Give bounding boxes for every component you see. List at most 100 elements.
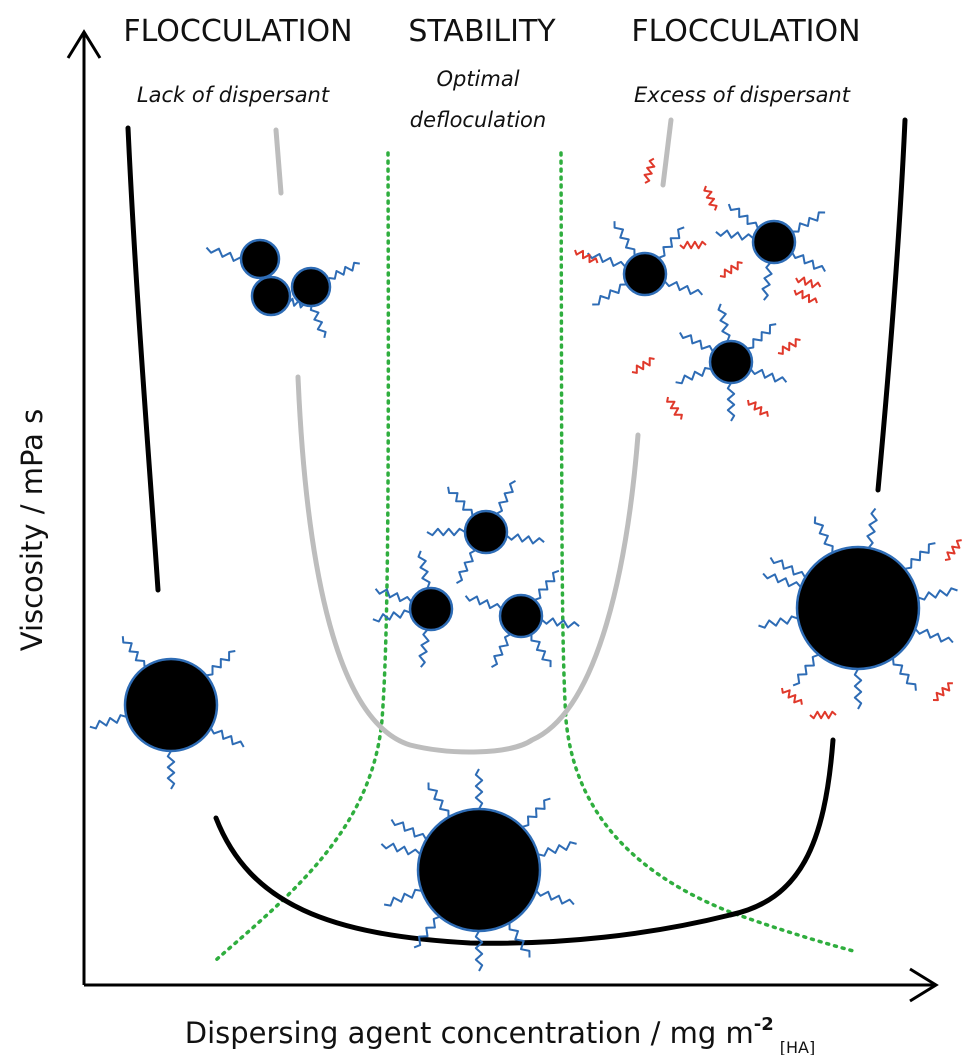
viscosity-curve-large-particles xyxy=(125,125,161,593)
particle-icon xyxy=(123,657,219,753)
free-dispersant-chain-icon xyxy=(809,710,837,720)
viscosity-curve-small-particles xyxy=(273,127,284,196)
adsorbed-chain xyxy=(309,303,327,339)
particles-layer xyxy=(89,157,962,972)
adsorbed-chain xyxy=(749,368,788,383)
viscosity-curve-large-particles-right xyxy=(875,117,908,493)
adsorbed-chain xyxy=(904,542,936,570)
x-axis-label: Dispersing agent concentration / mg m-2 [… xyxy=(185,1014,815,1055)
particle-icon xyxy=(239,238,281,280)
free-dispersant-chain-icon xyxy=(643,157,656,184)
subtitle-left: Lack of dispersant xyxy=(137,83,330,107)
particle-icon xyxy=(416,807,542,933)
adsorbed-chain xyxy=(474,930,484,972)
viscosity-curve-small-particles-top xyxy=(660,117,674,188)
adsorbed-chain xyxy=(792,653,820,687)
adsorbed-chain xyxy=(413,915,441,949)
particle-icon xyxy=(708,339,754,385)
left-stability-boundary xyxy=(214,151,391,962)
adsorbed-chain xyxy=(390,818,428,841)
adsorbed-chain xyxy=(791,252,826,272)
viscosity-curve-small-particles-body xyxy=(295,374,641,755)
heading-left: FLOCCULATION xyxy=(123,14,352,49)
free-dispersant-chain-icon xyxy=(719,261,743,278)
subtitle-right: Excess of dispersant xyxy=(634,83,851,107)
adsorbed-chain xyxy=(658,226,685,259)
adsorbed-chain xyxy=(586,252,627,268)
subtitle-middle-line2: defloculation xyxy=(410,108,546,132)
adsorbed-chain xyxy=(426,527,466,537)
adsorbed-chain xyxy=(521,797,551,828)
adsorbed-chain xyxy=(613,221,636,256)
adsorbed-chain xyxy=(917,587,958,601)
free-dispersant-chain-icon xyxy=(703,185,718,211)
adsorbed-chain xyxy=(675,367,712,385)
adsorbed-chain xyxy=(853,668,863,710)
free-dispersant-chain-icon xyxy=(944,539,962,561)
y-axis-arrowhead xyxy=(66,29,102,59)
adsorbed-chain xyxy=(914,628,954,644)
particle-icon xyxy=(751,219,797,265)
adsorbed-chain xyxy=(592,283,627,306)
viscosity-curve-large-particles-body xyxy=(213,737,836,946)
free-dispersant-chain-icon xyxy=(747,399,769,417)
subtitle-middle-line1: Optimal xyxy=(436,67,519,91)
adsorbed-chain xyxy=(491,633,511,668)
adsorbed-chain xyxy=(762,572,802,588)
adsorbed-chain xyxy=(813,516,834,553)
adsorbed-chain xyxy=(679,332,714,352)
adsorbed-chain xyxy=(374,588,413,603)
adsorbed-chain xyxy=(427,782,450,818)
adsorbed-chain xyxy=(464,595,503,610)
particle-icon xyxy=(463,509,509,555)
adsorbed-chain xyxy=(530,634,552,668)
adsorbed-chain xyxy=(372,609,411,623)
free-dispersant-chain-icon xyxy=(932,682,953,702)
adsorbed-chain xyxy=(541,617,580,629)
adsorbed-chain xyxy=(727,203,759,229)
x-axis-label-sub: [HA] xyxy=(780,1038,815,1055)
adsorbed-chain xyxy=(866,507,878,549)
adsorbed-chain xyxy=(121,636,146,668)
adsorbed-chain xyxy=(456,549,476,584)
particle-icon xyxy=(290,266,332,308)
adsorbed-chain xyxy=(717,303,731,342)
adsorbed-chain xyxy=(715,229,754,241)
adsorbed-chain xyxy=(769,556,807,579)
adsorbed-chain xyxy=(761,262,773,301)
adsorbed-chain xyxy=(383,888,422,907)
adsorbed-chain xyxy=(496,480,516,515)
adsorbed-chain xyxy=(537,841,577,857)
particle-icon xyxy=(250,275,292,317)
free-dispersant-chain-icon xyxy=(795,276,822,289)
free-dispersant-chain-icon xyxy=(666,396,683,420)
adsorbed-chain xyxy=(758,615,799,629)
right-stability-boundary xyxy=(559,151,859,954)
particle-icon xyxy=(408,586,454,632)
adsorbed-chain xyxy=(534,569,560,601)
particle-icon xyxy=(498,593,544,639)
y-axis-label: Viscosity / mPa s xyxy=(15,409,49,652)
adsorbed-chain xyxy=(726,382,736,422)
heading-middle: STABILITY xyxy=(408,14,556,49)
adsorbed-chain xyxy=(418,629,430,668)
adsorbed-chain xyxy=(535,890,575,906)
free-dispersant-chain-icon xyxy=(777,338,801,355)
x-axis-label-sup: -2 xyxy=(754,1014,774,1035)
adsorbed-chain xyxy=(792,211,826,233)
adsorbed-chain xyxy=(209,727,245,748)
adsorbed-chain xyxy=(506,533,545,545)
adsorbed-chain xyxy=(328,261,360,280)
particle-icon xyxy=(795,545,921,671)
adsorbed-chain xyxy=(206,650,236,677)
free-dispersant-chain-icon xyxy=(793,289,818,304)
adsorbed-chain xyxy=(508,922,531,958)
x-axis-arrowhead xyxy=(909,967,939,1003)
adsorbed-chain xyxy=(380,842,421,856)
x-axis-label-main: Dispersing agent concentration / mg m xyxy=(185,1016,754,1050)
free-dispersant-chain-icon xyxy=(574,249,599,264)
adsorbed-chain xyxy=(89,714,127,730)
free-dispersant-chain-icon xyxy=(679,240,707,250)
adsorbed-chain xyxy=(417,550,431,589)
